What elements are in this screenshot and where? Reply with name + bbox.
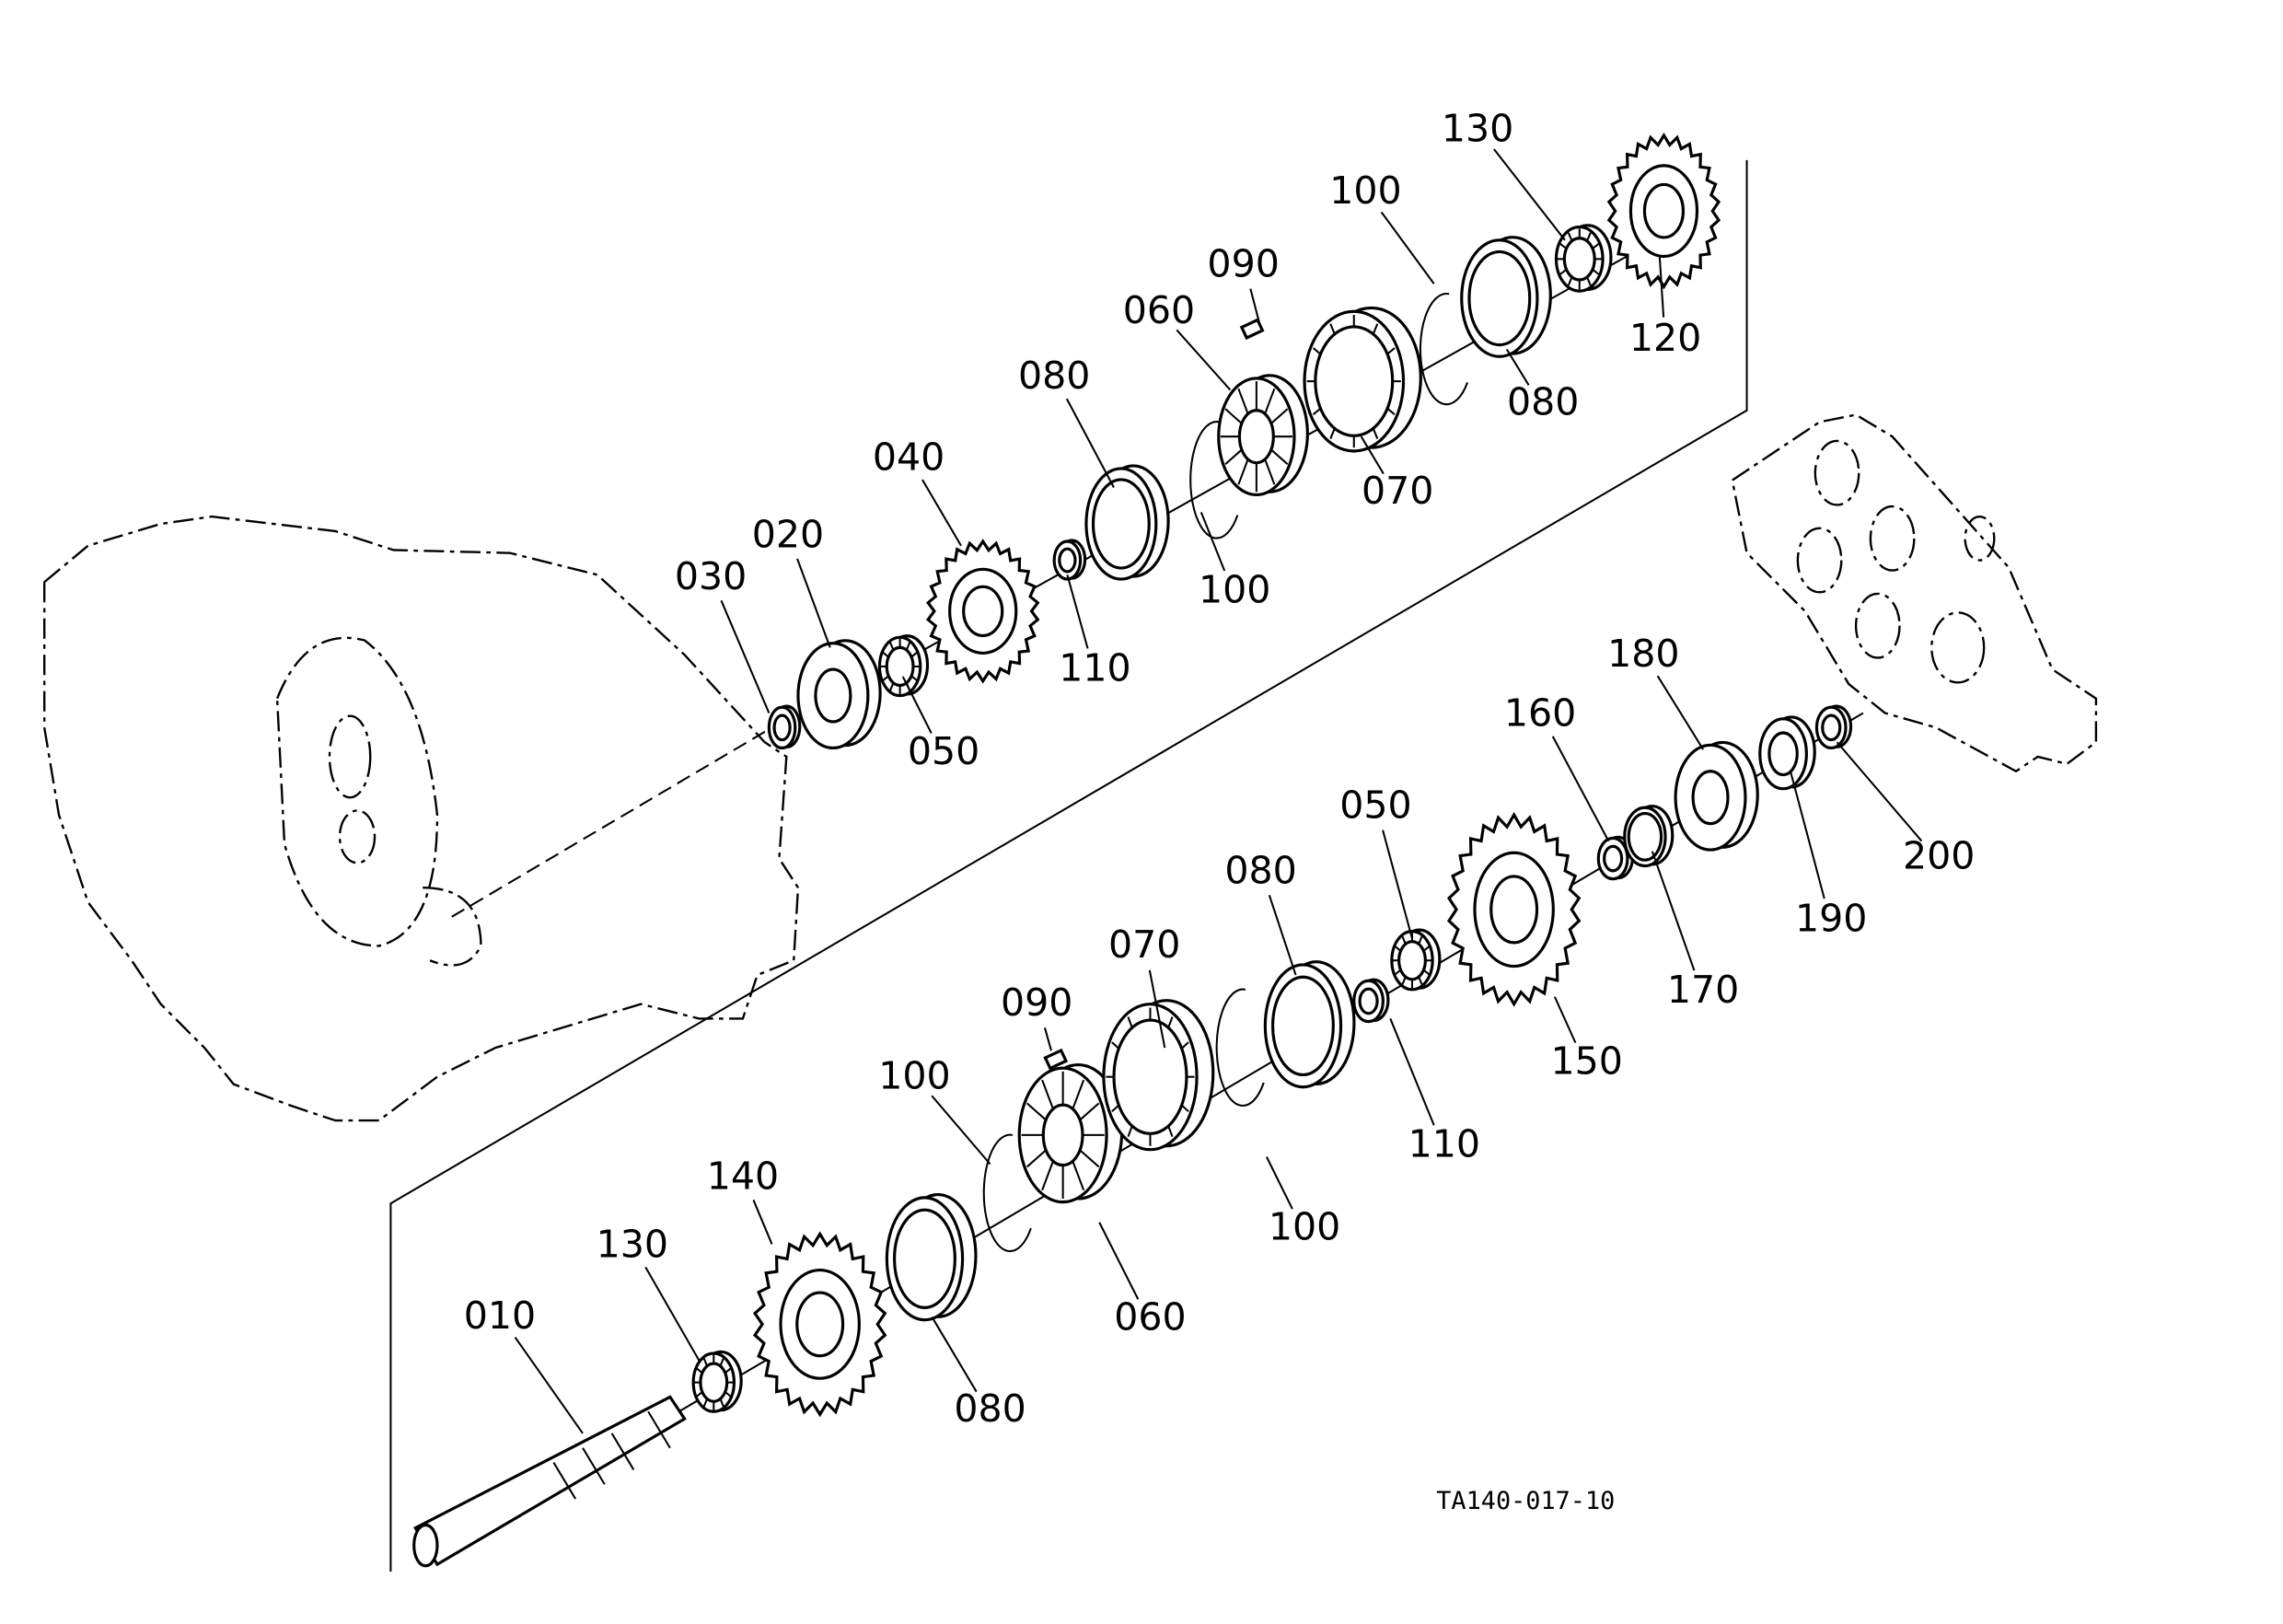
callout-100: 100: [1329, 168, 1401, 213]
leader-line: [1493, 148, 1566, 241]
callout-180: 180: [1607, 632, 1679, 676]
leader-line: [1043, 1027, 1052, 1051]
leader-line: [1360, 435, 1385, 475]
callout-100: 100: [1269, 1205, 1340, 1249]
callout-050: 050: [908, 729, 979, 773]
leader-line: [1266, 1156, 1293, 1210]
callout-100: 100: [1199, 567, 1270, 611]
callout-090: 090: [1001, 980, 1072, 1025]
transmission-housing: [43, 515, 800, 1122]
leader-line: [1382, 829, 1413, 939]
leader-line: [796, 558, 831, 648]
leader-line: [720, 599, 771, 713]
main-shaft: [412, 1395, 687, 1568]
callout-120: 120: [1629, 316, 1701, 360]
callout-080: 080: [954, 1386, 1026, 1431]
callout-190: 190: [1795, 897, 1867, 941]
callout-080: 080: [1018, 354, 1090, 398]
leader-line: [1268, 894, 1297, 976]
callout-130: 130: [1442, 106, 1513, 150]
callout-170: 170: [1667, 968, 1739, 1012]
callout-070: 070: [1362, 469, 1433, 513]
leader-line: [1065, 398, 1115, 488]
leader-line: [644, 1266, 701, 1362]
callout-140: 140: [707, 1154, 779, 1198]
upper-parts: [767, 132, 1721, 750]
leader-line: [901, 676, 933, 734]
leader-line: [1551, 736, 1610, 842]
leader-line: [1389, 1018, 1435, 1126]
leader-line: [1380, 211, 1435, 284]
leader-line: [1066, 574, 1089, 649]
group-frame: [389, 159, 1748, 1572]
lower-parts: [691, 704, 1853, 1418]
callout-080: 080: [1224, 848, 1296, 892]
leader-line: [1098, 1222, 1140, 1300]
callout-010: 010: [464, 1293, 536, 1338]
leader-line: [931, 1095, 991, 1166]
leader-line: [1249, 288, 1261, 324]
leader-line: [1789, 771, 1825, 899]
leader-line: [1658, 254, 1665, 318]
callout-110: 110: [1408, 1122, 1480, 1166]
leader-line: [1148, 969, 1166, 1049]
callout-030: 030: [675, 554, 747, 598]
leader-line: [1505, 348, 1530, 386]
leader-line: [921, 479, 962, 547]
leader-line: [1199, 512, 1226, 572]
callout-200: 200: [1903, 834, 1975, 878]
callout-060: 060: [1114, 1295, 1186, 1340]
leader-line: [1176, 329, 1232, 391]
callout-070: 070: [1108, 922, 1180, 967]
callout-040: 040: [873, 435, 944, 479]
callout-020: 020: [752, 512, 824, 556]
leader-line: [1651, 851, 1696, 971]
leader-line: [1836, 741, 1923, 842]
leader-line: [514, 1336, 584, 1434]
leader-lines: [514, 148, 1923, 1434]
leader-line: [1656, 675, 1705, 750]
callout-090: 090: [1207, 241, 1279, 285]
callout-050: 050: [1339, 783, 1411, 827]
leader-line: [1553, 996, 1577, 1044]
callout-150: 150: [1550, 1038, 1622, 1083]
diagram-id: TA140-017-10: [1436, 1487, 1615, 1515]
callout-160: 160: [1504, 691, 1576, 736]
leader-line: [931, 1316, 978, 1393]
callout-130: 130: [597, 1223, 668, 1267]
callout-080: 080: [1507, 379, 1579, 423]
callout-110: 110: [1059, 646, 1130, 690]
callout-060: 060: [1123, 288, 1195, 332]
callout-100: 100: [878, 1053, 950, 1097]
leader-line: [752, 1200, 773, 1245]
